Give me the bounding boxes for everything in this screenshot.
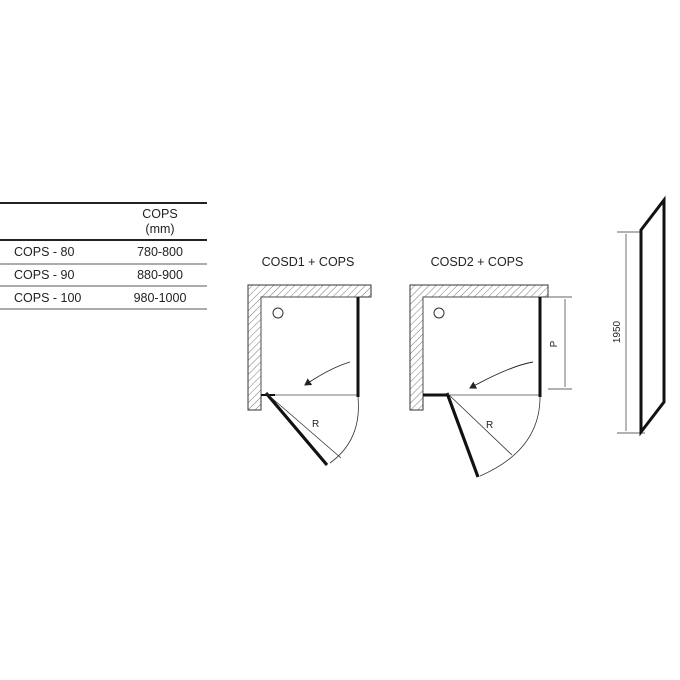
table-row-model: COPS - 80 (14, 245, 74, 259)
drain-icon (272, 307, 284, 319)
swing-direction-arrow (469, 361, 534, 389)
glass-panel-side (639, 195, 666, 437)
wall-hatched (409, 284, 549, 411)
table-row-size: 780-800 (137, 245, 183, 259)
table-header-unit: (mm) (145, 222, 174, 236)
plan-diagram-cosd2: COSD2 + COPS R P (409, 255, 572, 478)
swing-arc (479, 396, 541, 477)
table-row-size: 880-900 (137, 268, 183, 282)
table-row-model: COPS - 90 (14, 268, 74, 282)
table-header-cops: COPS (142, 207, 177, 221)
swing-arc (329, 396, 359, 464)
diagram-title: COSD1 + COPS (262, 255, 355, 269)
table-row-model: COPS - 100 (14, 291, 81, 305)
shower-tray (260, 296, 359, 396)
door-panel-open (445, 392, 480, 478)
radius-line (265, 392, 342, 459)
swing-direction-arrow (304, 361, 351, 386)
depth-label: P (549, 340, 560, 347)
side-elevation-view: 1950 (612, 195, 666, 437)
diagram-title: COSD2 + COPS (431, 255, 524, 269)
drain-icon (433, 307, 445, 319)
radius-label: R (312, 419, 319, 430)
shower-tray (422, 296, 541, 396)
height-label: 1950 (612, 320, 623, 343)
table-row-size: 980-1000 (134, 291, 187, 305)
plan-diagram-cosd1: COSD1 + COPS R (247, 255, 372, 467)
door-panel-open (264, 391, 329, 467)
radius-label: R (486, 420, 493, 431)
size-table: COPS (mm) COPS - 80 780-800 COPS - 90 88… (0, 202, 207, 310)
wall-hatched (247, 284, 372, 411)
radius-line (446, 392, 513, 456)
